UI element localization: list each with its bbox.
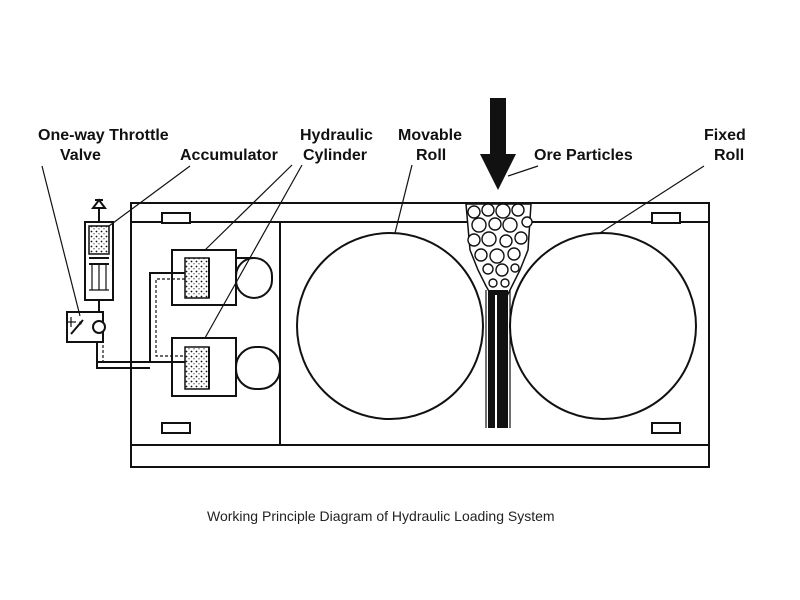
label-throttle-line2: Valve — [60, 147, 101, 164]
leader-lines — [41, 164, 705, 339]
feed-arrow — [480, 98, 516, 190]
ore-particles — [465, 203, 533, 428]
movable-roll — [296, 232, 484, 420]
fixed-roll — [509, 232, 697, 420]
label-movable-line2: Roll — [416, 147, 446, 164]
label-accumulator: Accumulator — [180, 147, 278, 164]
hydraulic-cylinder-upper — [171, 249, 273, 306]
accumulator — [84, 198, 114, 301]
label-movable-line1: Movable — [398, 127, 462, 144]
machine-frame — [130, 202, 710, 468]
hydraulic-cylinder-lower — [171, 337, 281, 397]
label-throttle-line1: One-way Throttle — [38, 127, 169, 144]
label-fixed-line2: Roll — [714, 147, 744, 164]
label-cylinder-line2: Cylinder — [303, 147, 367, 164]
label-ore: Ore Particles — [534, 147, 633, 164]
hydraulic-pipes — [96, 272, 185, 369]
label-fixed-line1: Fixed — [704, 127, 746, 144]
diagram-caption: Working Principle Diagram of Hydraulic L… — [207, 508, 555, 524]
label-cylinder-line1: Hydraulic — [300, 127, 373, 144]
one-way-throttle-valve — [66, 311, 106, 343]
